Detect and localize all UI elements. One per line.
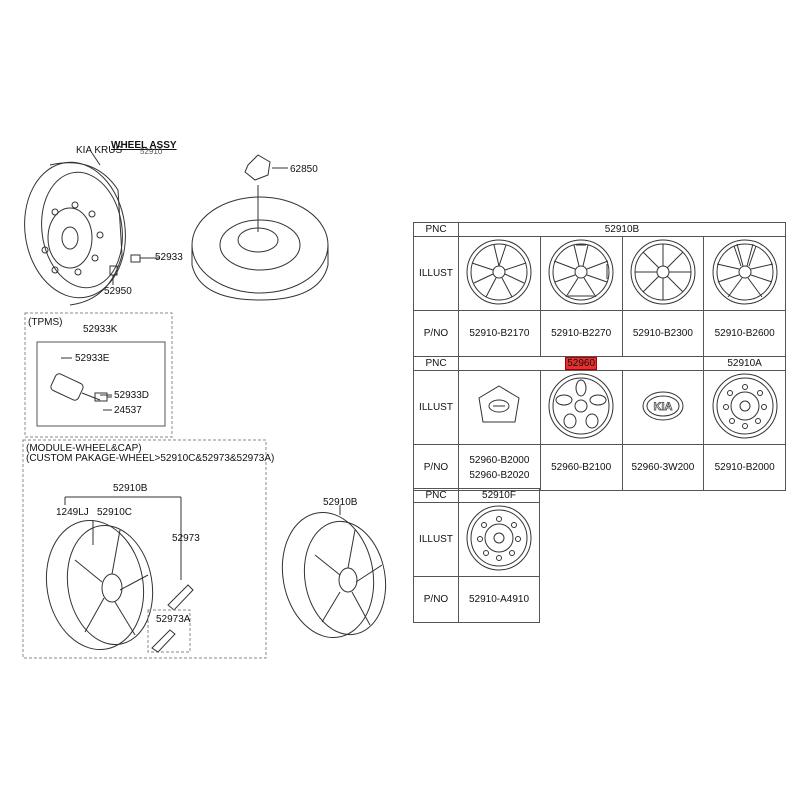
part-number-cell[interactable]: 52910-B2270 (539, 310, 623, 357)
table-row: ILLUST KIA (413, 370, 786, 445)
wheel-assy-title: WHEEL ASSY (111, 140, 177, 151)
steel-wheel-illustration (24, 161, 126, 306)
spare-tire-illustration (191, 154, 329, 301)
wheel-b2100-illust[interactable] (539, 370, 623, 445)
highlighted-pnc[interactable]: 52960 (565, 357, 598, 370)
label-52973a: 52973A (156, 614, 191, 625)
parts-table-secondary: PNC 52910F ILLUST P/NO 52910-A4910 (413, 488, 540, 623)
label-52933k: 52933K (83, 324, 118, 335)
trim-piece-illustration (147, 584, 194, 653)
steel-wheel-b2000-illust[interactable] (703, 370, 786, 445)
steel-wheel-a4910-illust[interactable] (458, 502, 540, 577)
pnc-value-52960: 52960 (457, 356, 705, 371)
pnc-header: PNC (413, 356, 459, 371)
module-title: (MODULE-WHEEL&CAP) (26, 443, 142, 454)
tpms-title: (TPMS) (28, 317, 63, 328)
illust-header: ILLUST (413, 236, 459, 311)
part-number-cell[interactable]: 52960-3W200 (621, 444, 705, 491)
part-number-cell[interactable]: 52910-B2600 (703, 310, 786, 357)
label-62850: 62850 (290, 164, 318, 175)
illust-header: ILLUST (413, 370, 459, 445)
wheel-b2300-illust[interactable] (621, 236, 705, 311)
part-number-cell[interactable]: 52910-A4910 (458, 576, 540, 623)
standalone-wheel-illustration (281, 505, 387, 639)
table-row: ILLUST (413, 236, 786, 311)
pnc-value-52910b: 52910B (458, 222, 786, 237)
table-row: P/NO 52960-B2000 52960-B2020 52960-B2100… (413, 444, 786, 491)
kia-emblem-illust[interactable]: KIA (621, 370, 705, 445)
part-number-cell[interactable]: 52910-B2170 (458, 310, 541, 357)
pnc-header: PNC (413, 488, 459, 503)
label-52973: 52973 (172, 533, 200, 544)
part-number-cell[interactable]: 52910-B2000 (703, 444, 786, 491)
wheel-b2170-illust[interactable] (458, 236, 541, 311)
label-52950: 52950 (104, 286, 132, 297)
label-52910c: 52910C (97, 507, 133, 518)
wheel-b2270-illust[interactable] (539, 236, 623, 311)
lug-bolt-illustration (109, 254, 160, 285)
label-52933: 52933 (155, 252, 183, 263)
svg-text:KIA: KIA (653, 401, 672, 413)
center-cap-illust[interactable] (458, 370, 541, 445)
table-row: P/NO 52910-A4910 (413, 576, 540, 623)
part-number-line: 52960-B2000 (469, 454, 530, 466)
alloy-wheel-module-illustration (45, 519, 154, 651)
label-24537: 24537 (114, 405, 142, 416)
wheel-b2600-illust[interactable] (703, 236, 786, 311)
parts-table-main: PNC 52910B ILLUST P/NO 52910-B2170 52910… (413, 222, 786, 491)
label-52933d: 52933D (114, 390, 150, 401)
label-52933e: 52933E (75, 353, 110, 364)
table-row: PNC 52910F (413, 488, 540, 503)
tpms-sensor-illustration (50, 357, 112, 411)
part-number-cell[interactable]: 52960-B2100 (539, 444, 623, 491)
label-52910b-standalone: 52910B (323, 497, 358, 508)
part-number-cell[interactable]: 52910-B2300 (621, 310, 705, 357)
table-row: ILLUST (413, 502, 540, 577)
part-number-line: 52960-B2020 (469, 469, 530, 481)
kia-krus-note: KIA KRUS (76, 145, 123, 156)
pno-header: P/NO (413, 576, 459, 623)
pno-header: P/NO (413, 310, 459, 357)
kia-krus-tail: 52910 (140, 147, 163, 156)
part-number-cell[interactable]: 52960-B2000 52960-B2020 (458, 444, 541, 491)
table-row: PNC 52910B (413, 222, 786, 237)
illust-header: ILLUST (413, 502, 459, 577)
table-row: PNC 52960 52910A (413, 356, 786, 371)
pnc-value-52910a: 52910A (703, 356, 786, 371)
pno-header: P/NO (413, 444, 459, 491)
pnc-header: PNC (413, 222, 459, 237)
module-subtitle: (CUSTOM PAKAGE-WHEEL>52910C&52973&52973A… (26, 453, 275, 464)
pnc-value-52910f: 52910F (458, 488, 540, 503)
label-52910b-module: 52910B (113, 483, 148, 494)
table-row: P/NO 52910-B2170 52910-B2270 52910-B2300… (413, 310, 786, 357)
label-1249lj: 1249LJ (56, 507, 89, 518)
